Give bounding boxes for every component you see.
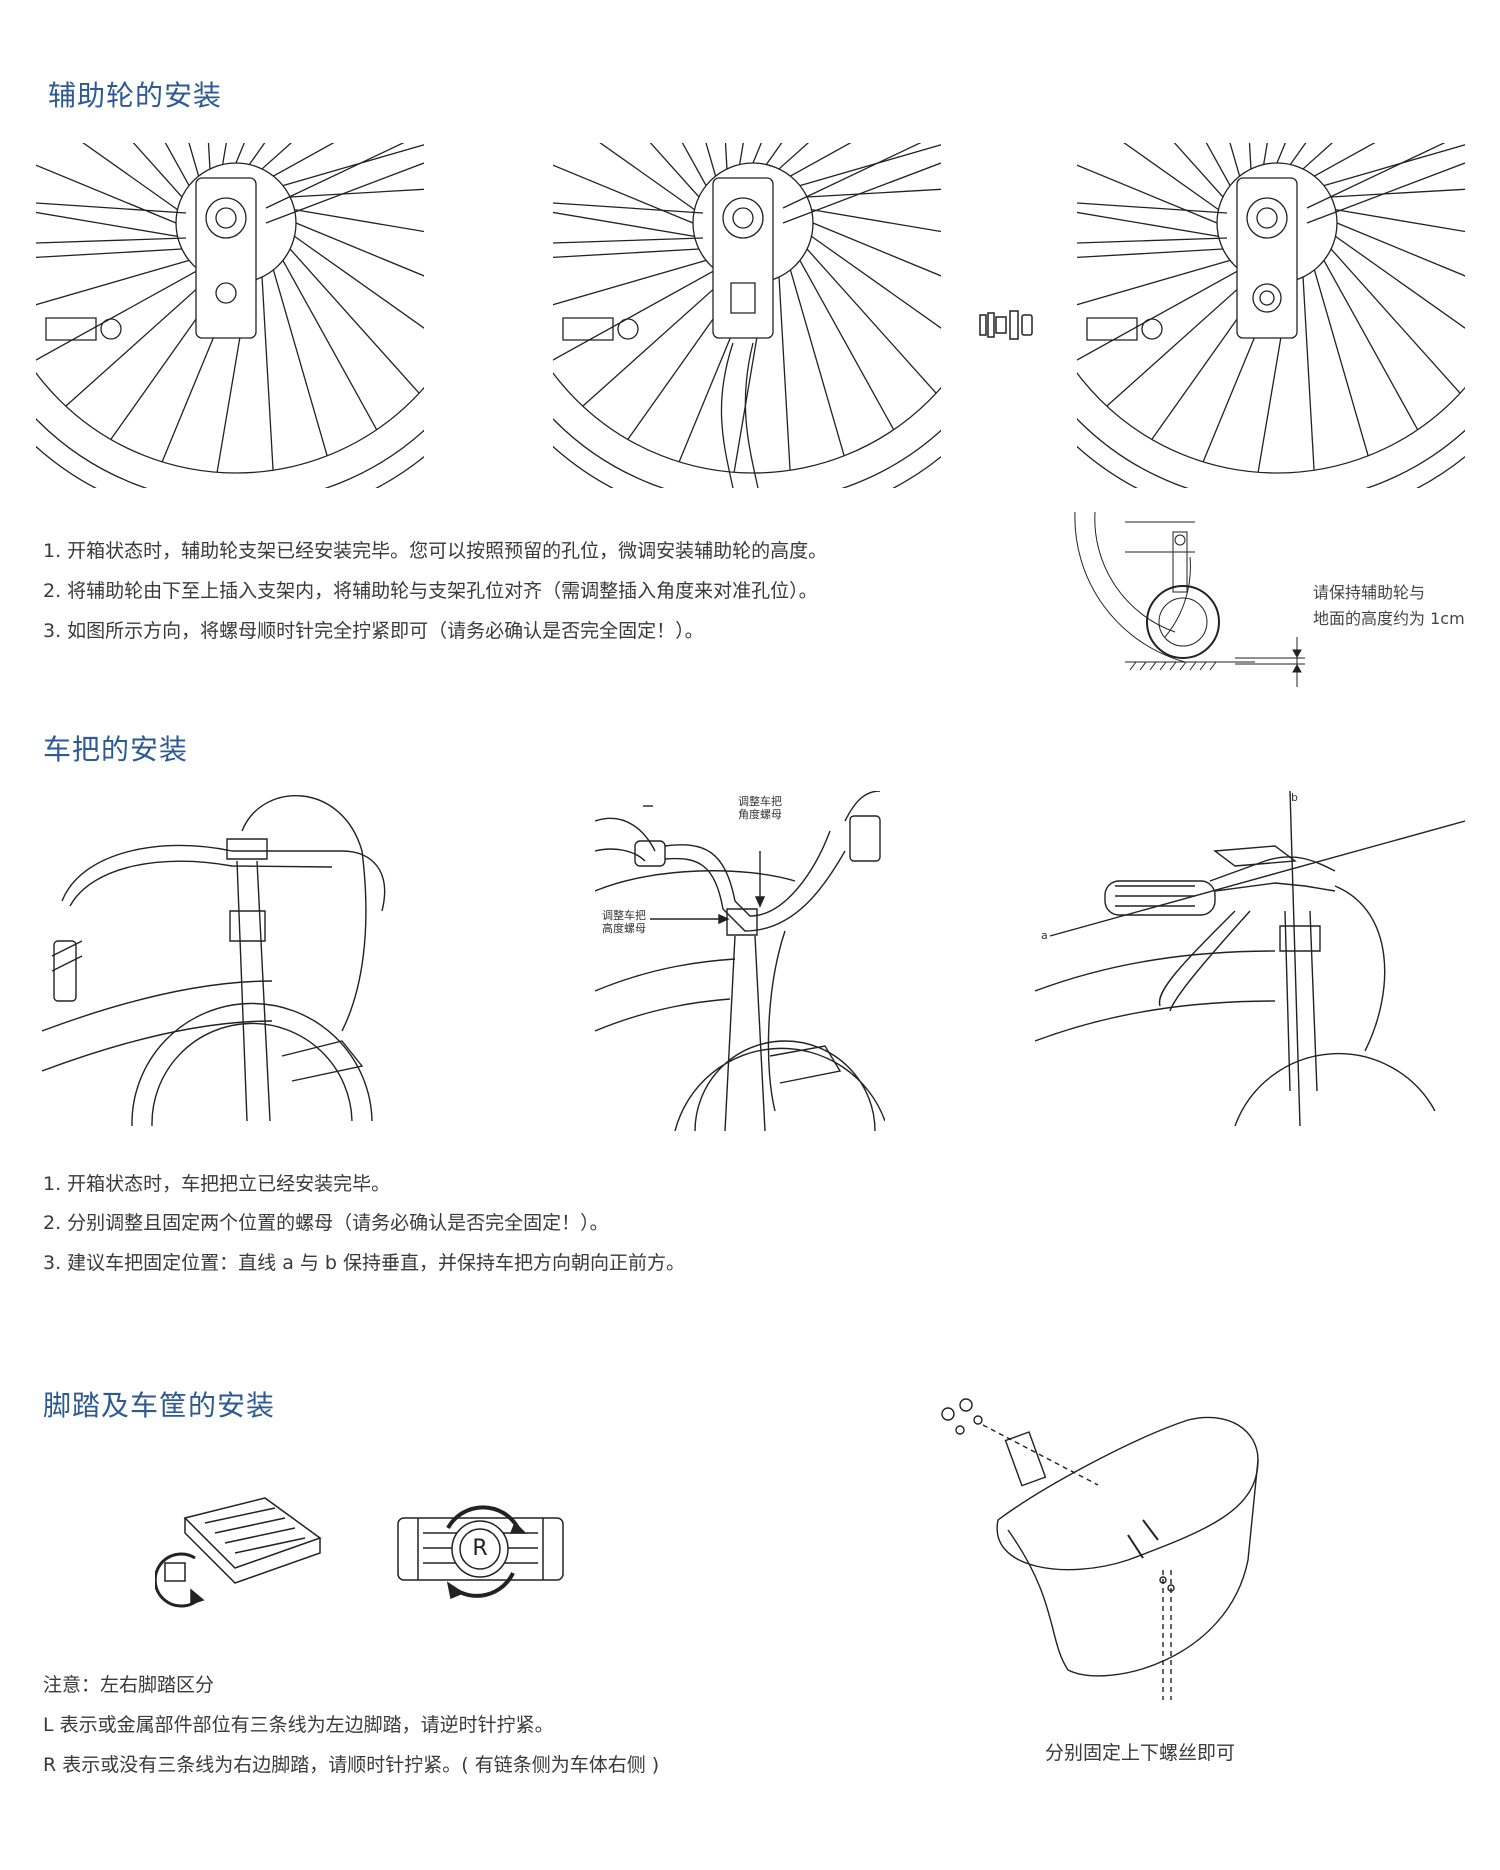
handlebar-step2-illustration: 调整车把 角度螺母 调整车把 高度螺母: [595, 791, 885, 1131]
axle-nut-parts-icon: [976, 305, 1036, 345]
callout-line: 调整车把: [738, 795, 782, 808]
training-wheel-step1-illustration: [36, 143, 424, 488]
section-title-pedal-basket: 脚踏及车筐的安装: [43, 1389, 276, 1422]
left-pedal-illustration: [155, 1488, 335, 1608]
callout-line: 高度螺母: [602, 922, 646, 935]
training-wheel-step2-illustration: [553, 143, 941, 488]
basket-caption: 分别固定上下螺丝即可: [1045, 1742, 1236, 1764]
pedal-note: L 表示或金属部件部位有三条线为左边脚踏，请逆时针拧紧。: [43, 1714, 554, 1736]
height-nut-callout: 调整车把 高度螺母: [595, 909, 653, 935]
callout-line: 角度螺母: [738, 808, 782, 821]
step-text: 1. 开箱状态时，车把把立已经安装完毕。: [43, 1173, 391, 1195]
step-text: 3. 建议车把固定位置：直线 a 与 b 保持垂直，并保持车把方向朝向正前方。: [43, 1252, 686, 1274]
pedal-note: R 表示或没有三条线为右边脚踏，请顺时针拧紧。( 有链条侧为车体右侧 ): [43, 1754, 660, 1776]
line-a-label: a: [1041, 929, 1048, 942]
right-pedal-illustration: R: [393, 1488, 568, 1608]
height-note-line: 请保持辅助轮与: [1313, 583, 1426, 602]
angle-nut-callout: 调整车把 角度螺母: [715, 795, 805, 821]
line-b-label: b: [1291, 791, 1298, 804]
wheel-height-diagram: [1065, 512, 1315, 692]
pedal-r-mark: R: [472, 1536, 488, 1561]
section-title-training-wheels: 辅助轮的安装: [48, 79, 223, 112]
step-text: 1. 开箱状态时，辅助轮支架已经安装完毕。您可以按照预留的孔位，微调安装辅助轮的…: [43, 540, 828, 562]
callout-line: 调整车把: [602, 909, 646, 922]
section-title-handlebar: 车把的安装: [43, 733, 189, 766]
training-wheel-step3-illustration: [1077, 143, 1465, 488]
step-text: 2. 分别调整且固定两个位置的螺母（请务必确认是否完全固定！）。: [43, 1212, 609, 1234]
height-note: 请保持辅助轮与 地面的高度约为 1cm: [1313, 580, 1465, 632]
step-text: 2. 将辅助轮由下至上插入支架内，将辅助轮与支架孔位对齐（需调整插入角度来对准孔…: [43, 580, 818, 602]
handlebar-step1-illustration: [42, 791, 412, 1126]
height-note-line: 地面的高度约为 1cm: [1313, 609, 1465, 628]
handlebar-step3-illustration: a b: [1035, 791, 1465, 1126]
basket-illustration: [928, 1380, 1273, 1700]
step-text: 3. 如图所示方向，将螺母顺时针完全拧紧即可（请务必确认是否完全固定！）。: [43, 620, 704, 642]
pedal-note: 注意：左右脚踏区分: [43, 1674, 215, 1696]
